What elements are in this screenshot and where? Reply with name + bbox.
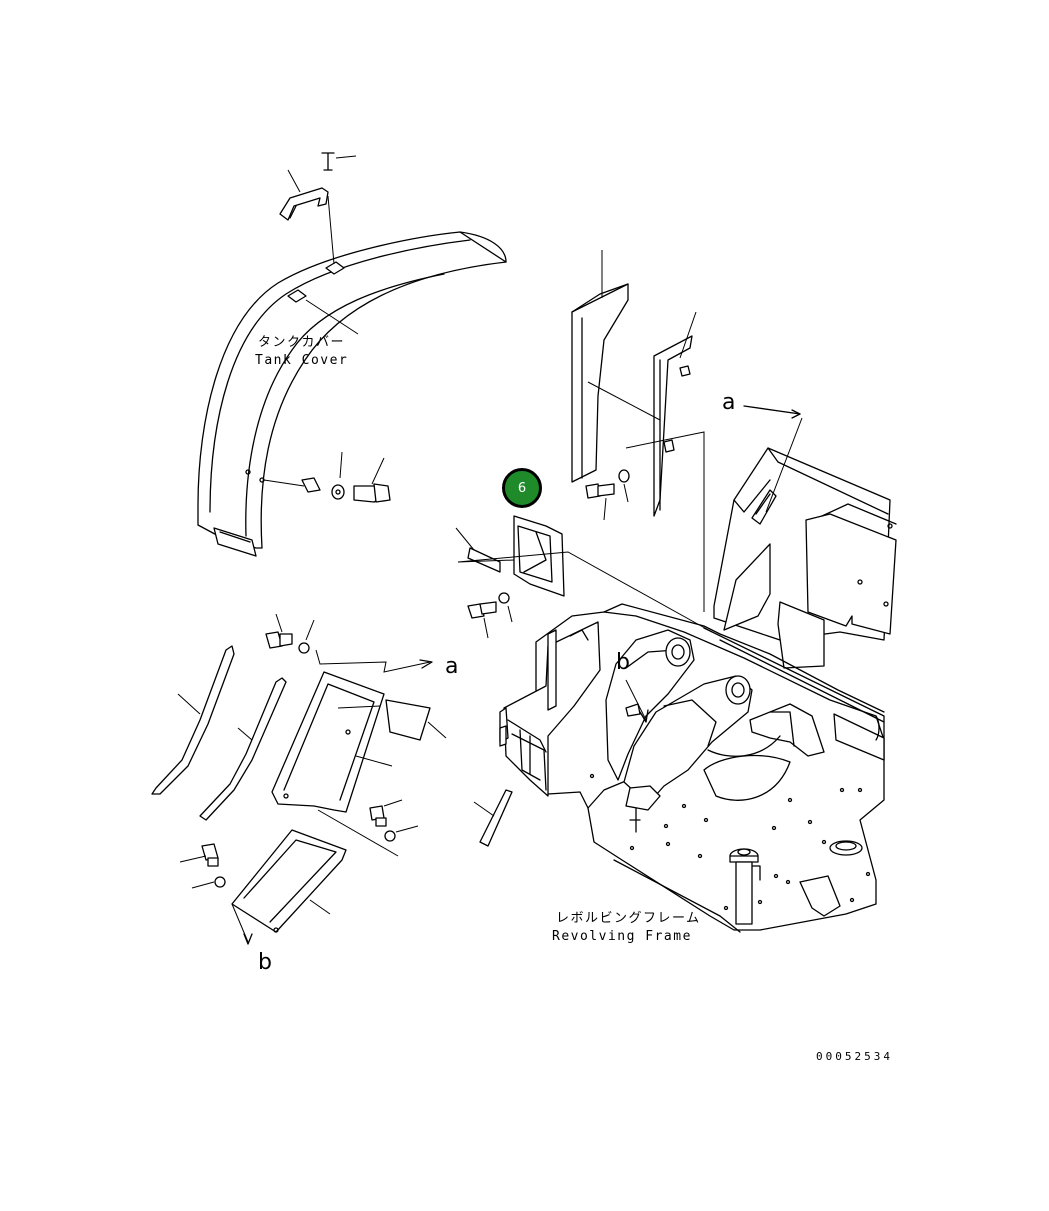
frame-label-en: Revolving Frame bbox=[552, 929, 692, 944]
tank-cover-label-jp: タンクカバー bbox=[258, 335, 346, 350]
frame-label-jp: レボルビングフレーム bbox=[556, 911, 701, 926]
ref-b-left: b bbox=[258, 950, 272, 975]
ref-b-frame: b bbox=[616, 650, 630, 675]
tank-cover bbox=[197, 152, 507, 557]
tall-panels bbox=[571, 250, 705, 612]
lower-left-parts bbox=[151, 613, 513, 945]
ref-a-left: a bbox=[445, 654, 459, 679]
frame-bolt-holes bbox=[589, 773, 871, 911]
revolving-frame bbox=[499, 603, 885, 933]
right-panel bbox=[713, 405, 897, 669]
part-callout-6[interactable]: 6 bbox=[502, 468, 542, 508]
tank-cover-label-en: Tank Cover bbox=[255, 353, 349, 368]
drawing-number: 00052534 bbox=[816, 1050, 893, 1063]
ref-a-top: a bbox=[722, 390, 736, 415]
center-bracket bbox=[455, 515, 713, 639]
part-callout-number: 6 bbox=[517, 480, 527, 496]
